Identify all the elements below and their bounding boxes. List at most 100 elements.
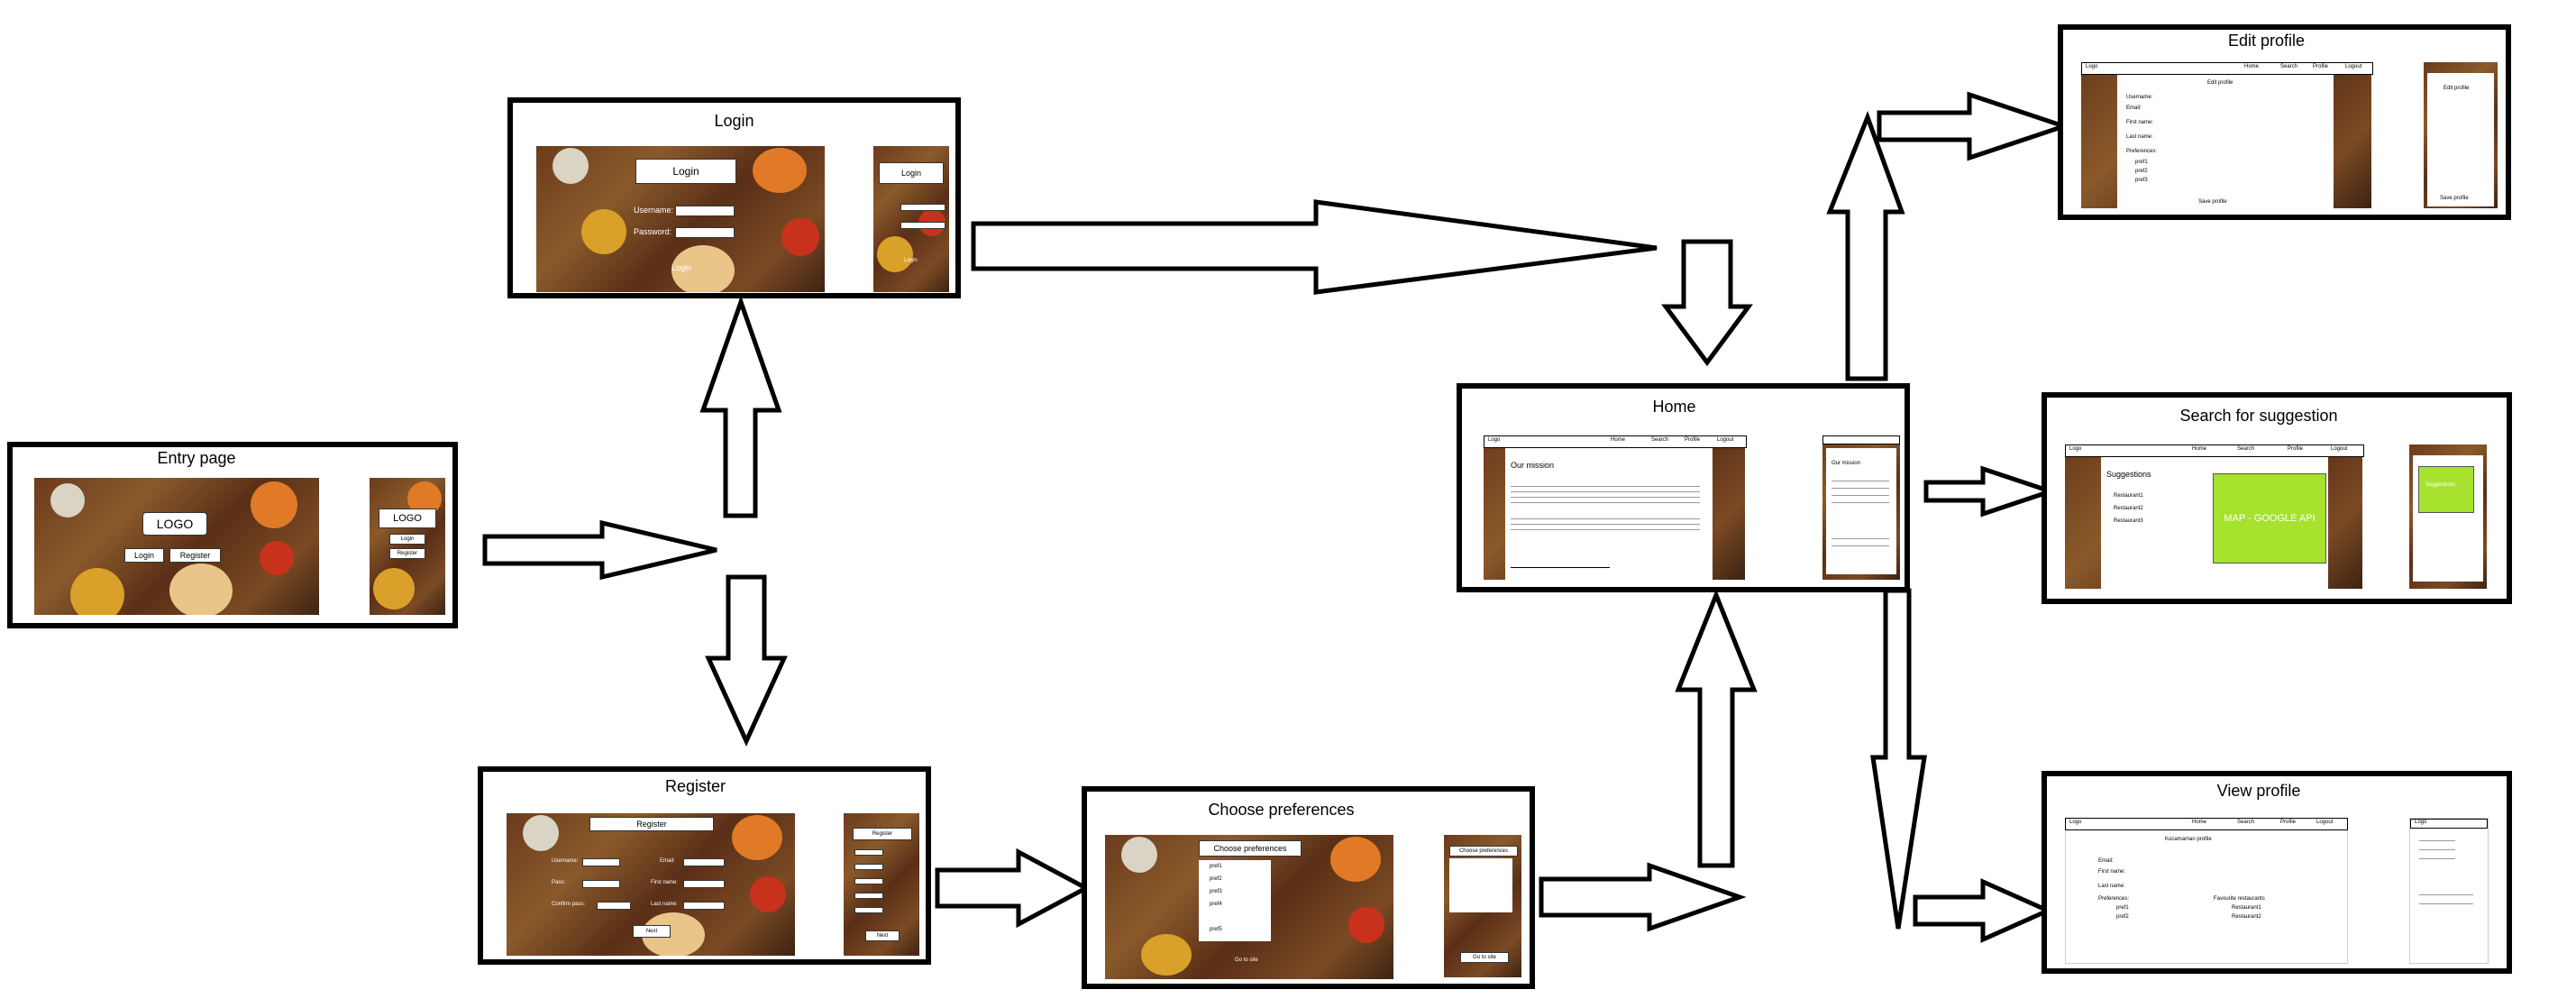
email-input[interactable] bbox=[683, 858, 725, 866]
username-label: Username: bbox=[2126, 95, 2153, 100]
mobile-food-photo: Edit profile Save profile bbox=[2424, 62, 2498, 208]
mobile-login-button[interactable]: Login bbox=[389, 534, 425, 545]
text-line bbox=[2419, 903, 2473, 904]
edit-profile-panel: Edit profile Username: Email: First name… bbox=[2117, 73, 2334, 208]
nav-home[interactable]: Home bbox=[2192, 446, 2207, 452]
username-input[interactable] bbox=[675, 206, 735, 216]
mobile-input[interactable] bbox=[854, 878, 883, 884]
login-button[interactable]: Login bbox=[124, 548, 164, 563]
mobile-edit-heading: Edit profile bbox=[2444, 86, 2470, 91]
mobile-food-photo: Choose preferences Go to site bbox=[1444, 835, 1521, 977]
pref-checkbox[interactable]: pref1 bbox=[2135, 160, 2148, 165]
arrow-register-to-prefs bbox=[935, 848, 1092, 929]
mobile-login-button[interactable]: Login bbox=[904, 258, 918, 263]
pref-item[interactable]: pref3 bbox=[1210, 889, 1222, 894]
nav-profile[interactable]: Profile bbox=[1685, 437, 1701, 443]
nav-home[interactable]: Home bbox=[2192, 820, 2207, 825]
mobile-map[interactable] bbox=[2418, 466, 2474, 513]
pref-item[interactable]: pref4 bbox=[1210, 902, 1222, 907]
dish-image bbox=[1330, 837, 1381, 882]
screen-title: Login bbox=[714, 112, 754, 130]
mobile-input[interactable] bbox=[854, 893, 883, 899]
register-button[interactable]: Register bbox=[169, 548, 221, 563]
nav-profile[interactable]: Profile bbox=[2280, 820, 2297, 825]
email-label: Email: bbox=[2098, 858, 2114, 864]
dish-image bbox=[169, 564, 233, 615]
pref-item[interactable]: pref1 bbox=[1210, 864, 1222, 869]
food-photo: Login Username: Password: Login bbox=[536, 146, 825, 292]
mobile-go-to-site-button[interactable]: Go to site bbox=[1460, 952, 1509, 963]
mobile-username-input[interactable] bbox=[900, 204, 945, 211]
food-photo: LOGO Login Register bbox=[34, 478, 319, 615]
nav-search[interactable]: Search bbox=[2237, 820, 2255, 825]
nav-profile[interactable]: Profile bbox=[2288, 446, 2304, 452]
password-label: Password: bbox=[634, 227, 672, 236]
username-input[interactable] bbox=[582, 858, 620, 866]
nav-logo[interactable]: Logo bbox=[1488, 437, 1501, 443]
edit-profile-heading: Edit profile bbox=[2207, 80, 2233, 86]
nav-logout[interactable]: Logout bbox=[2331, 446, 2348, 452]
pass-input[interactable] bbox=[582, 880, 620, 888]
restaurant-item[interactable]: Restaurant3 bbox=[2114, 518, 2143, 524]
mobile-home-content: Our mission bbox=[1826, 448, 1896, 574]
password-input[interactable] bbox=[675, 227, 735, 238]
restaurant-item[interactable]: Restaurant2 bbox=[2114, 506, 2143, 511]
first-name-input[interactable] bbox=[683, 880, 725, 888]
mobile-input[interactable] bbox=[854, 849, 883, 856]
mobile-register-button[interactable]: Register bbox=[389, 548, 425, 559]
dish-image bbox=[581, 209, 626, 254]
mobile-password-input[interactable] bbox=[900, 222, 945, 229]
nav-logout[interactable]: Logout bbox=[2345, 64, 2362, 69]
login-button[interactable]: Login bbox=[671, 263, 692, 272]
mobile-input[interactable] bbox=[854, 907, 883, 913]
nav-home[interactable]: Home bbox=[2244, 64, 2260, 69]
restaurant-item[interactable]: Restaurant1 bbox=[2114, 493, 2143, 499]
dish-image bbox=[671, 245, 735, 292]
dish-image bbox=[732, 815, 782, 860]
favourite-item[interactable]: Restaurant1 bbox=[2232, 905, 2261, 911]
confirm-pass-input[interactable] bbox=[597, 902, 631, 910]
nav-search[interactable]: Search bbox=[2237, 446, 2255, 452]
pref-checkbox[interactable]: pref2 bbox=[2135, 169, 2148, 174]
nav-logo[interactable]: Logo bbox=[2069, 446, 2082, 452]
search-panel: Suggestions Restaurant1 Restaurant2 Rest… bbox=[2101, 455, 2328, 589]
dish-image bbox=[523, 815, 559, 851]
text-line bbox=[1511, 502, 1700, 503]
favourite-item[interactable]: Restaurant2 bbox=[2232, 914, 2261, 920]
map-google-api[interactable]: MAP - GOOGLE API bbox=[2213, 473, 2326, 564]
mobile-register-heading: Register bbox=[853, 828, 912, 840]
food-photo: Our mission bbox=[1484, 435, 1745, 580]
nav-logout[interactable]: Logout bbox=[2316, 820, 2334, 825]
nav-logo[interactable]: Logo bbox=[2069, 820, 2082, 825]
nav-logout[interactable]: Logout bbox=[1717, 437, 1734, 443]
mobile-save-button[interactable]: Save profile bbox=[2440, 196, 2469, 201]
pref-item[interactable]: pref2 bbox=[1210, 876, 1222, 882]
nav-home[interactable]: Home bbox=[1611, 437, 1626, 443]
mobile-input[interactable] bbox=[854, 864, 883, 870]
preferences-panel: pref1 pref2 pref3 pref4 pref5 bbox=[1199, 860, 1271, 941]
dish-image bbox=[553, 148, 589, 184]
last-name-label: Last name: bbox=[651, 902, 678, 907]
mobile-search-panel: Suggestions bbox=[2413, 455, 2483, 582]
mobile-next-button[interactable]: Next bbox=[865, 930, 900, 941]
pref-checkbox[interactable]: pref3 bbox=[2135, 178, 2148, 183]
nav-logo[interactable]: Logo bbox=[2086, 64, 2098, 69]
nav-search[interactable]: Search bbox=[1651, 437, 1669, 443]
last-name-input[interactable] bbox=[683, 902, 725, 910]
arrow-down-from-home bbox=[1870, 588, 1927, 930]
screen-title: Search for suggestion bbox=[2179, 407, 2338, 425]
first-name-label: First name: bbox=[2098, 869, 2126, 875]
mobile-food-photo: Our mission bbox=[1822, 435, 1900, 580]
go-to-site-button[interactable]: Go to site bbox=[1235, 958, 1258, 963]
arrow-up-to-login bbox=[699, 295, 782, 518]
next-button[interactable]: Next bbox=[633, 925, 671, 938]
mobile-mission-heading: Our mission bbox=[1832, 461, 1861, 466]
save-profile-button[interactable]: Save profile bbox=[2198, 199, 2227, 205]
mobile-nav-logo[interactable]: Logo bbox=[2415, 820, 2427, 825]
pref-item[interactable]: pref5 bbox=[1210, 927, 1222, 932]
nav-profile[interactable]: Profile bbox=[2313, 64, 2329, 69]
screen-edit-profile: Edit profile Edit profile Username: Emai… bbox=[2058, 24, 2511, 220]
food-photo: Suggestions Restaurant1 Restaurant2 Rest… bbox=[2065, 444, 2362, 589]
nav-search[interactable]: Search bbox=[2280, 64, 2298, 69]
